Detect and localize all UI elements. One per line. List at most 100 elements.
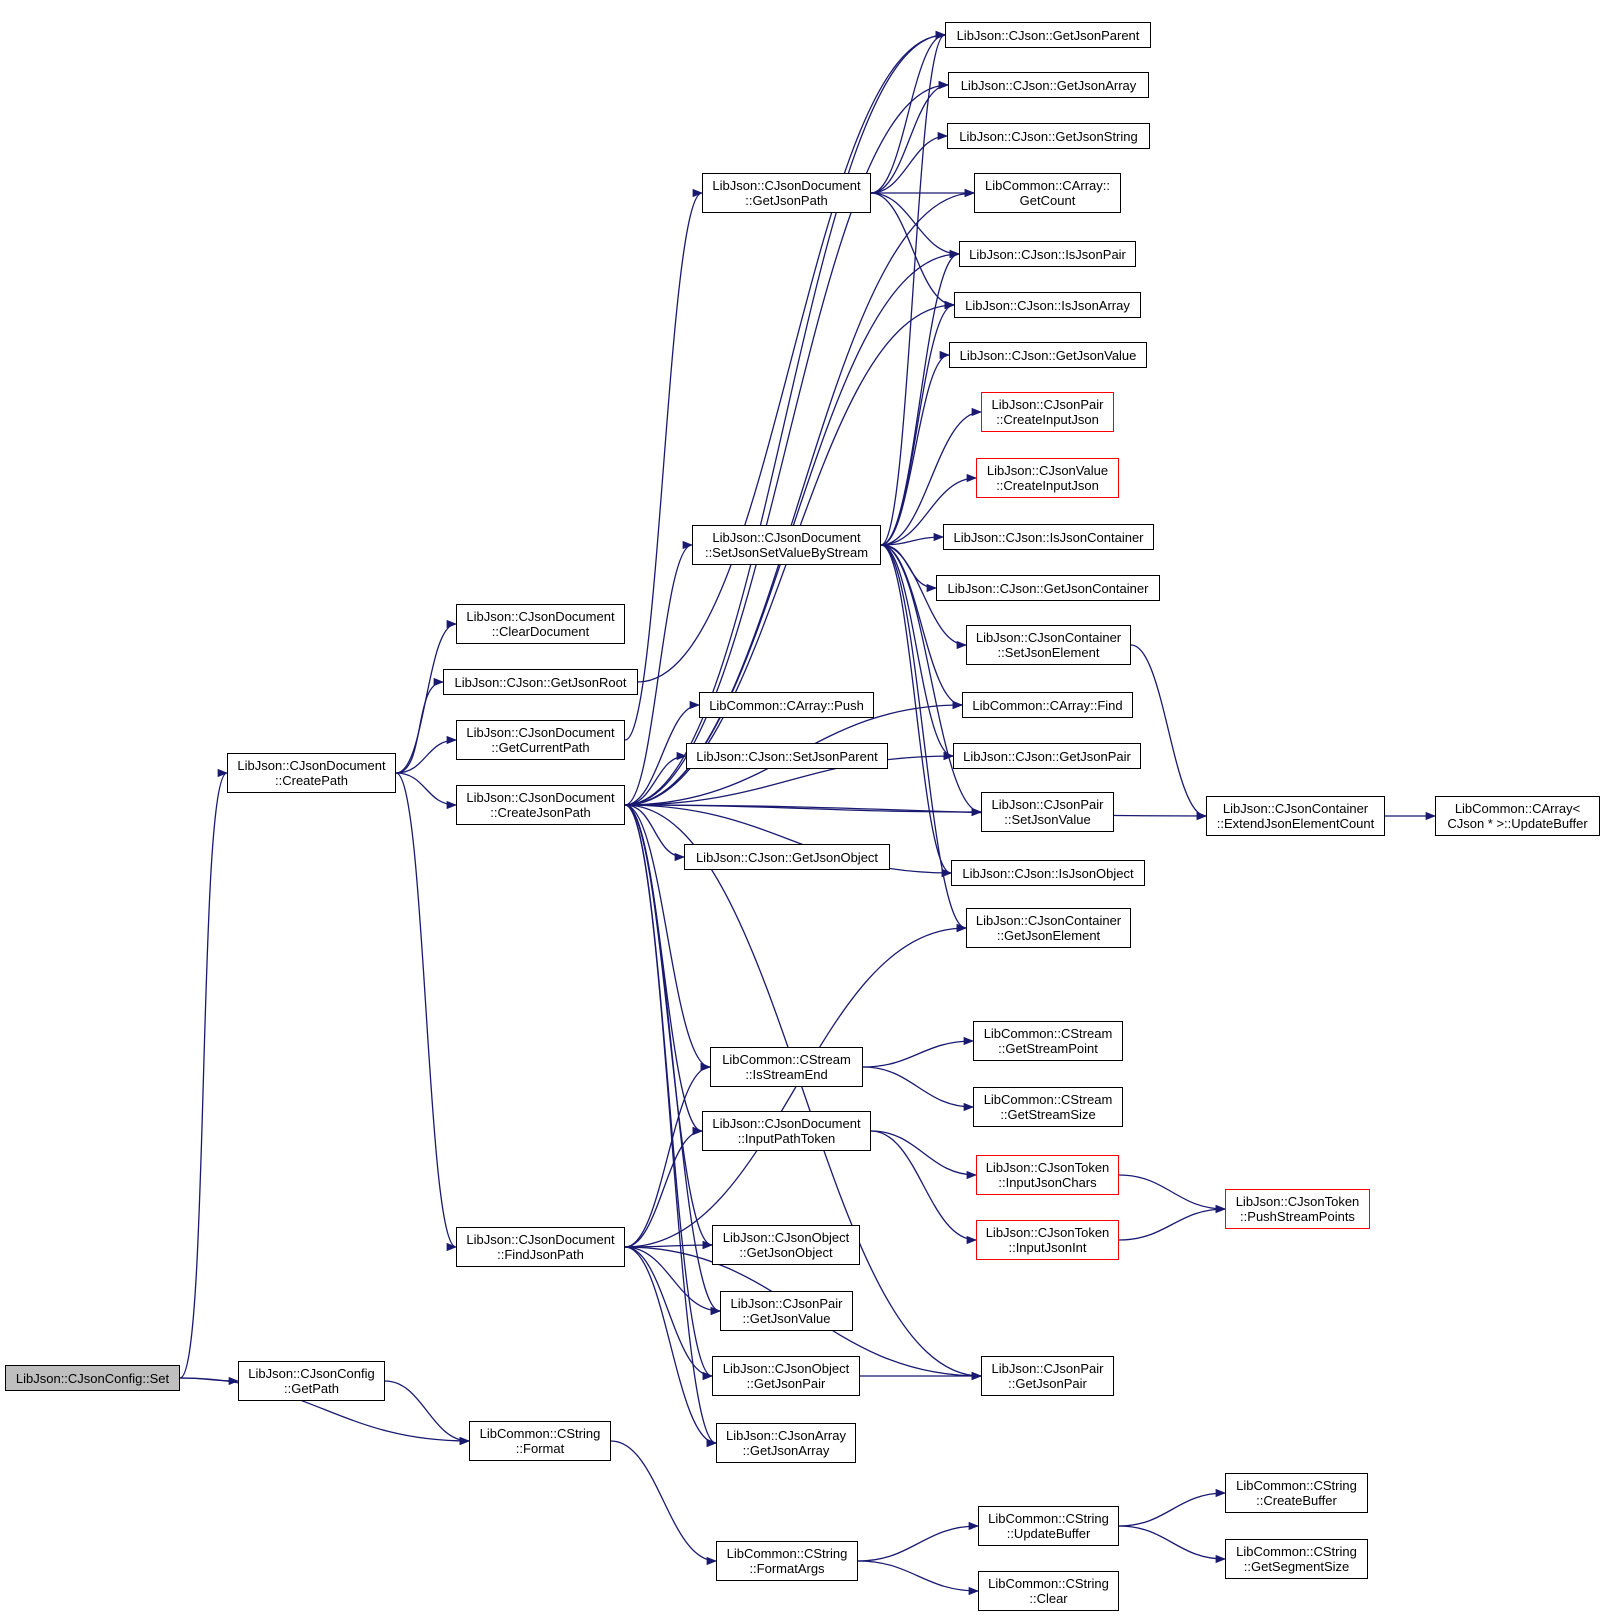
node-isStreamEnd[interactable]: LibCommon::CStream::IsStreamEnd	[710, 1047, 863, 1087]
node-label-line: LibJson::CJson::SetJsonParent	[696, 748, 878, 764]
node-formatArgs[interactable]: LibCommon::CString::FormatArgs	[716, 1541, 858, 1581]
node-label-line: LibJson::CJsonContainer	[975, 913, 1122, 928]
node-createPath[interactable]: LibJson::CJsonDocument::CreatePath	[227, 753, 396, 793]
node-isJsonPair[interactable]: LibJson::CJson::IsJsonPair	[959, 241, 1136, 267]
node-label-line: LibCommon::CStream	[983, 1026, 1113, 1041]
node-label-line: ::GetJsonElement	[996, 928, 1101, 943]
node-getJsonObject[interactable]: LibJson::CJson::GetJsonObject	[684, 844, 890, 870]
node-label-line: LibJson::CJsonObject	[722, 1230, 850, 1245]
node-pushStreamPoints[interactable]: LibJson::CJsonToken::PushStreamPoints	[1225, 1189, 1370, 1229]
node-getJsonPath[interactable]: LibJson::CJsonDocument::GetJsonPath	[702, 173, 871, 213]
node-format[interactable]: LibCommon::CString::Format	[469, 1421, 611, 1461]
node-objGetJsonObject[interactable]: LibJson::CJsonObject::GetJsonObject	[712, 1225, 860, 1265]
node-label-line: LibJson::CJsonArray	[726, 1428, 846, 1443]
node-arrGetJsonArray[interactable]: LibJson::CJsonArray::GetJsonArray	[716, 1423, 856, 1463]
node-getJsonContainer[interactable]: LibJson::CJson::GetJsonContainer	[936, 575, 1160, 601]
node-getJsonParent[interactable]: LibJson::CJson::GetJsonParent	[945, 22, 1151, 48]
edge-createJsonPath-to-isStreamEnd	[624, 804, 712, 1072]
node-getJsonArray[interactable]: LibJson::CJson::GetJsonArray	[948, 72, 1149, 98]
edge-createJsonPath-to-pairGetJsonValue	[624, 804, 722, 1316]
node-label-line: ::GetJsonValue	[742, 1311, 831, 1326]
node-pairSetJsonValue[interactable]: LibJson::CJsonPair::SetJsonValue	[981, 792, 1114, 832]
edge-inputPathToken-to-inputJsonChars	[870, 1130, 978, 1180]
node-label-line: LibJson::CJsonValue	[986, 463, 1109, 478]
edge-findJsonPath-to-inputPathToken	[624, 1126, 704, 1248]
edge-set-to-format	[179, 1377, 471, 1446]
node-pairGetJsonPair[interactable]: LibJson::CJsonPair::GetJsonPair	[981, 1356, 1114, 1396]
node-valueCreateInput[interactable]: LibJson::CJsonValue::CreateInputJson	[976, 458, 1119, 498]
node-label-line: LibJson::CJson::GetJsonPair	[963, 748, 1131, 764]
edge-createJsonPath-to-arrGetJsonArray	[624, 804, 718, 1448]
node-label-line: ::GetJsonPath	[745, 193, 828, 208]
edge-createJsonPath-to-objGetJsonPair	[624, 804, 714, 1381]
node-inputJsonInt[interactable]: LibJson::CJsonToken::InputJsonInt	[976, 1220, 1119, 1260]
node-createBuffer[interactable]: LibCommon::CString::CreateBuffer	[1225, 1473, 1368, 1513]
node-arrPush[interactable]: LibCommon::CArray::Push	[699, 692, 874, 718]
node-contGetJsonElement[interactable]: LibJson::CJsonContainer::GetJsonElement	[966, 908, 1131, 948]
node-contSetJsonElement[interactable]: LibJson::CJsonContainer::SetJsonElement	[966, 625, 1131, 665]
edge-setByStream-to-contSetJsonElement	[880, 544, 968, 650]
node-label-line: LibJson::CJsonContainer	[975, 630, 1122, 645]
edge-createPath-to-createJsonPath	[395, 772, 458, 810]
node-getCurPath[interactable]: LibJson::CJsonDocument::GetCurrentPath	[456, 720, 625, 760]
edge-contSetJsonElement-to-extendCount	[1130, 644, 1208, 821]
edge-createJsonPath-to-pairGetJsonPair	[624, 804, 983, 1381]
node-label-line: ::CreateJsonPath	[490, 805, 591, 820]
node-isJsonObject[interactable]: LibJson::CJson::IsJsonObject	[951, 860, 1145, 886]
node-label-line: ::CreateBuffer	[1256, 1493, 1337, 1508]
node-setParent[interactable]: LibJson::CJson::SetJsonParent	[686, 743, 888, 769]
node-label-line: LibCommon::CString	[988, 1576, 1109, 1591]
node-label-line: ::SetJsonValue	[1004, 812, 1091, 827]
node-inputPathToken[interactable]: LibJson::CJsonDocument::InputPathToken	[702, 1111, 871, 1151]
node-extendCount[interactable]: LibJson::CJsonContainer::ExtendJsonEleme…	[1206, 796, 1385, 836]
node-label-line: LibJson::CJson::GetJsonArray	[960, 77, 1137, 93]
node-strClear[interactable]: LibCommon::CString::Clear	[978, 1571, 1119, 1611]
call-edges	[179, 30, 1437, 1596]
edge-getPath-to-format	[384, 1380, 471, 1446]
node-label-line: ::PushStreamPoints	[1240, 1209, 1355, 1224]
node-getRoot[interactable]: LibJson::CJson::GetJsonRoot	[443, 669, 638, 695]
node-label-line: ::SetJsonSetValueByStream	[704, 545, 869, 560]
node-isJsonArray[interactable]: LibJson::CJson::IsJsonArray	[954, 292, 1141, 318]
edge-getJsonPath-to-isJsonArray	[870, 192, 956, 310]
node-label-line: LibJson::CJson::GetJsonRoot	[454, 674, 627, 690]
node-label-line: ::GetPath	[284, 1381, 339, 1396]
edge-createJsonPath-to-getJsonArray	[624, 80, 950, 806]
node-arrFind[interactable]: LibCommon::CArray::Find	[962, 692, 1133, 718]
node-getSegmentSize[interactable]: LibCommon::CString::GetSegmentSize	[1225, 1539, 1368, 1579]
node-label-line: LibJson::CJson::IsJsonArray	[965, 297, 1130, 313]
node-clearDoc[interactable]: LibJson::CJsonDocument::ClearDocument	[456, 604, 625, 644]
node-getJsonValue[interactable]: LibJson::CJson::GetJsonValue	[949, 342, 1147, 368]
node-createJsonPath[interactable]: LibJson::CJsonDocument::CreateJsonPath	[456, 785, 625, 825]
node-findJsonPath[interactable]: LibJson::CJsonDocument::FindJsonPath	[456, 1227, 625, 1267]
edge-setByStream-to-getJsonPair	[880, 544, 955, 761]
node-getJsonString[interactable]: LibJson::CJson::GetJsonString	[947, 123, 1150, 149]
node-label-line: LibJson::CJsonToken	[1235, 1194, 1360, 1209]
node-inputJsonChars[interactable]: LibJson::CJsonToken::InputJsonChars	[976, 1155, 1119, 1195]
node-getCount[interactable]: LibCommon::CArray::GetCount	[974, 173, 1121, 213]
edge-findJsonPath-to-arrGetJsonArray	[624, 1246, 718, 1448]
node-label-line: LibCommon::CArray::	[985, 178, 1110, 193]
node-getStreamPoint[interactable]: LibCommon::CStream::GetStreamPoint	[973, 1021, 1123, 1061]
node-arrUpdateBuffer[interactable]: LibCommon::CArray<CJson * >::UpdateBuffe…	[1435, 796, 1600, 836]
node-objGetJsonPair[interactable]: LibJson::CJsonObject::GetJsonPair	[712, 1356, 860, 1396]
node-pairCreateInput[interactable]: LibJson::CJsonPair::CreateInputJson	[981, 392, 1114, 432]
edge-createPath-to-getCurPath	[395, 735, 458, 774]
node-getStreamSize[interactable]: LibCommon::CStream::GetStreamSize	[973, 1087, 1123, 1127]
node-strUpdateBuffer[interactable]: LibCommon::CString::UpdateBuffer	[978, 1506, 1119, 1546]
edge-setByStream-to-isJsonPair	[880, 249, 961, 546]
node-label-line: ::GetStreamSize	[1000, 1107, 1096, 1122]
edge-createJsonPath-to-getJsonPair	[624, 751, 955, 806]
edge-setByStream-to-getJsonValue	[880, 350, 951, 546]
node-label-line: LibCommon::CString	[1236, 1478, 1357, 1493]
edge-getRoot-to-getJsonParent	[637, 30, 947, 683]
node-label-line: LibJson::CJsonDocument	[466, 725, 615, 740]
node-getJsonPair[interactable]: LibJson::CJson::GetJsonPair	[953, 743, 1141, 769]
node-setByStream[interactable]: LibJson::CJsonDocument::SetJsonSetValueB…	[692, 525, 881, 565]
node-isJsonContainer[interactable]: LibJson::CJson::IsJsonContainer	[943, 524, 1154, 550]
node-pairGetJsonValue[interactable]: LibJson::CJsonPair::GetJsonValue	[720, 1291, 853, 1331]
node-getPath[interactable]: LibJson::CJsonConfig::GetPath	[238, 1361, 385, 1401]
node-label-line: LibJson::CJson::GetJsonParent	[956, 27, 1140, 43]
node-label-line: ::CreateInputJson	[996, 412, 1099, 427]
